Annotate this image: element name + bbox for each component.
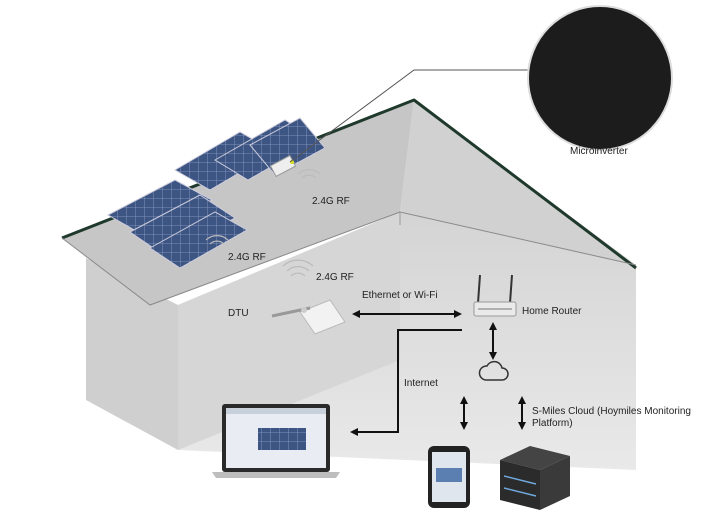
solar-panel-icon	[106, 179, 214, 237]
rf-waves	[205, 169, 321, 277]
internet-arrow	[350, 329, 462, 436]
home-router-label: Home Router	[522, 306, 582, 317]
solar-panel-icon	[149, 211, 249, 269]
dtu-icon	[271, 299, 346, 335]
connection-arrows	[350, 310, 526, 436]
server-icon	[500, 446, 570, 510]
house-wall-lower	[178, 212, 400, 450]
callout-line	[289, 69, 540, 163]
laptop-icon	[212, 404, 340, 478]
router-icon	[473, 274, 517, 317]
microinverter-zoom	[527, 5, 690, 151]
roof-slope	[62, 100, 414, 305]
dtu-label: DTU	[228, 308, 249, 319]
cloud-icon	[478, 360, 509, 381]
rf-label-left: 2.4G RF	[228, 252, 266, 263]
internet-label: Internet	[404, 378, 438, 389]
solar-panels	[106, 117, 326, 269]
phone-icon	[428, 446, 470, 508]
solar-panel-icon	[249, 117, 326, 176]
rf-label-top: 2.4G RF	[312, 196, 350, 207]
ethernet-label: Ethernet or Wi-Fi	[362, 290, 438, 301]
house-wall-left	[86, 258, 178, 450]
microinverter-label: Microinverter	[570, 146, 628, 157]
rf-label-dtu: 2.4G RF	[316, 272, 354, 283]
cloud-label: S-Miles Cloud (Hoymiles Monitoring Platf…	[532, 406, 691, 429]
